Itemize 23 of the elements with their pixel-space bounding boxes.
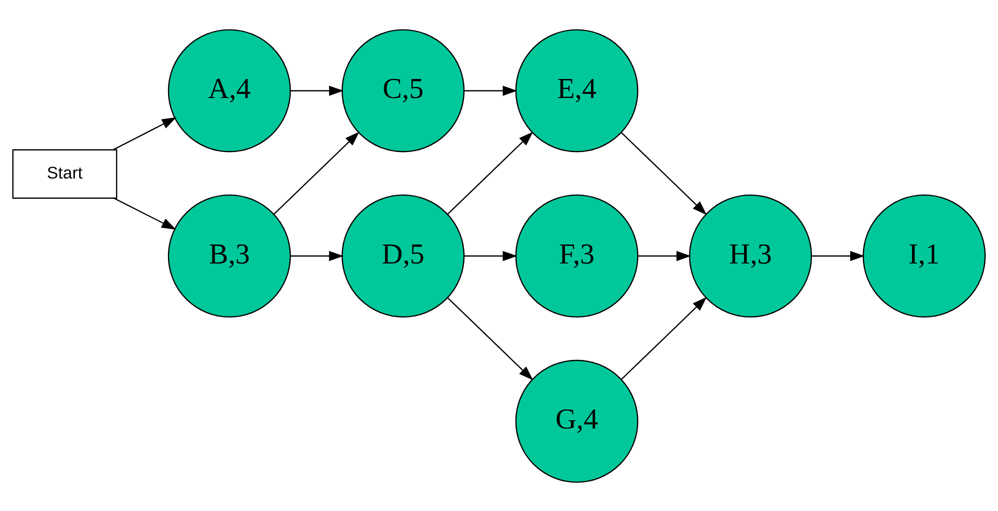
arrow <box>620 296 707 380</box>
node-circle: F,3 <box>515 194 638 318</box>
node-circle: I,1 <box>862 194 986 318</box>
arrow <box>447 296 534 380</box>
node-circle: B,3 <box>168 194 291 318</box>
arrow <box>812 250 865 261</box>
node-circle: D,5 <box>342 194 465 318</box>
node-circle: A,4 <box>168 28 291 152</box>
arrow <box>447 131 534 214</box>
arrow <box>290 250 344 261</box>
arrow <box>464 250 518 261</box>
arrow <box>638 250 691 261</box>
node-circle: H,3 <box>688 194 812 318</box>
arrow <box>113 197 176 230</box>
node-circle: E,4 <box>515 28 638 152</box>
arrow <box>273 131 360 214</box>
node-box: Start <box>12 148 118 198</box>
arrow <box>464 85 518 96</box>
node-circle: G,4 <box>515 359 638 482</box>
arrow <box>290 85 344 96</box>
arrow <box>113 116 176 150</box>
node-circle: C,5 <box>342 28 465 152</box>
arrow <box>620 132 707 214</box>
